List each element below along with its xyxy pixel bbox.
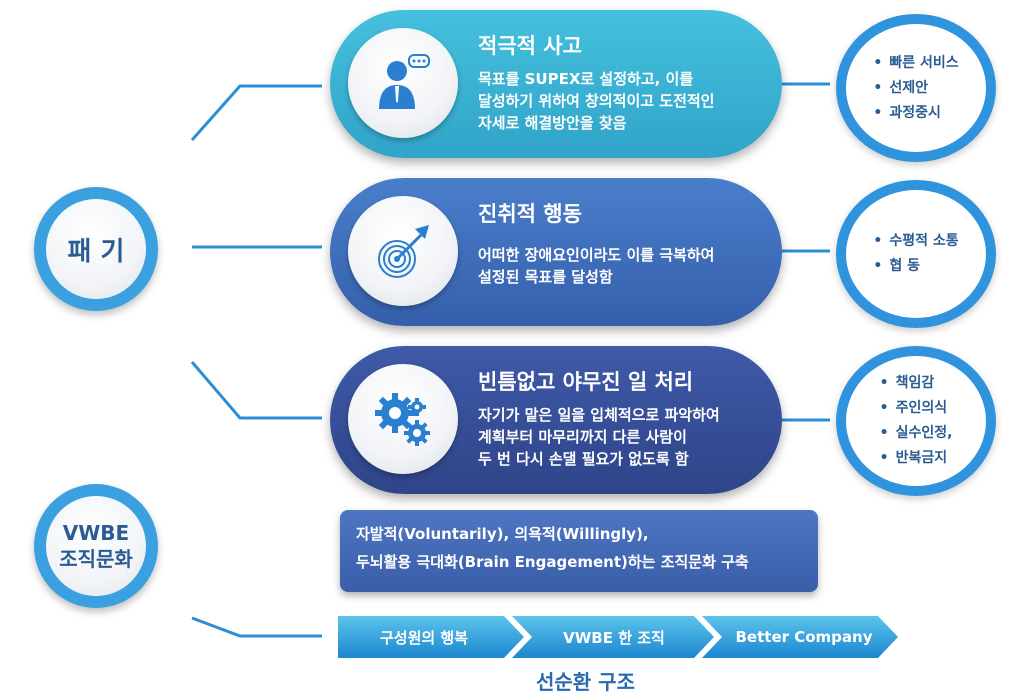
vwbe-description-line1: 자발적(Voluntarily), 의욕적(Willingly), xyxy=(356,525,649,543)
bullet-circle-2-inner: 수평적 소통 협 동 xyxy=(846,190,986,318)
vwbe-circle-line1: VWBE xyxy=(62,521,130,545)
pill-1-desc: 목표를 SUPEX로 설정하고, 이를 달성하기 위하여 창의적이고 도전적인 … xyxy=(478,68,714,134)
bullet-list-2: 수평적 소통 협 동 xyxy=(873,229,958,279)
pill-thorough-work: 빈틈없고 야무진 일 처리 자기가 맡은 일을 입체적으로 파악하여 계획부터 … xyxy=(330,346,782,494)
bullet-circle-2: 수평적 소통 협 동 xyxy=(836,180,996,328)
pill-2-desc: 어떠한 장애요인이라도 이를 극복하여 설정된 목표를 달성함 xyxy=(478,244,714,288)
pill-3-title: 빈틈없고 야무진 일 처리 xyxy=(478,370,694,394)
bullet-circle-1-inner: 빠른 서비스 선제안 과정중시 xyxy=(846,24,986,152)
list-item: 주인의식 xyxy=(880,396,953,421)
list-item: 과정중시 xyxy=(873,101,958,126)
pill-1-desc-line: 자세로 해결방안을 찾음 xyxy=(478,114,627,132)
list-item: 협 동 xyxy=(873,254,958,279)
person-speech-icon xyxy=(348,28,458,138)
chevron-shape-1 xyxy=(338,616,524,658)
vwbe-circle-line2: 조직문화 xyxy=(59,547,133,571)
pill-3-desc-line: 두 번 다시 손댈 필요가 없도록 함 xyxy=(478,450,689,468)
pill-1-title: 적극적 사고 xyxy=(478,34,582,58)
chevron-label-2: VWBE 한 조직 xyxy=(563,628,665,647)
pill-3-desc: 자기가 맡은 일을 입체적으로 파악하여 계획부터 마무리까지 다른 사람이 두… xyxy=(478,404,720,470)
paegi-circle: 패 기 xyxy=(34,187,158,311)
bullet-circle-3-inner: 책임감 주인의식 실수인정, 반복금지 xyxy=(846,356,986,486)
list-item: 실수인정, xyxy=(880,421,953,446)
pill-2-desc-line: 설정된 목표를 달성함 xyxy=(478,268,613,286)
chevron-shape-3 xyxy=(702,616,898,658)
list-item: 선제안 xyxy=(873,76,958,101)
pill-3-desc-line: 계획부터 마무리까지 다른 사람이 xyxy=(478,428,687,446)
bullet-circle-3: 책임감 주인의식 실수인정, 반복금지 xyxy=(836,346,996,496)
pill-1-desc-line: 목표를 SUPEX로 설정하고, 이를 xyxy=(478,70,694,88)
pill-3-desc-line: 자기가 맡은 일을 입체적으로 파악하여 xyxy=(478,406,720,424)
chevron-shape-2 xyxy=(512,616,714,658)
chevron-label-1: 구성원의 행복 xyxy=(379,628,469,647)
gears-icon xyxy=(348,364,458,474)
pill-2-desc-line: 어떠한 장애요인이라도 이를 극복하여 xyxy=(478,246,715,264)
paegi-label: 패 기 xyxy=(67,236,125,267)
list-item: 책임감 xyxy=(880,371,953,396)
pill-2-title: 진취적 행동 xyxy=(478,202,582,226)
target-arrow-icon xyxy=(348,196,458,306)
vwbe-circle-inner: VWBE 조직문화 xyxy=(46,496,146,596)
list-item: 반복금지 xyxy=(880,446,953,471)
bullet-list-1: 빠른 서비스 선제안 과정중시 xyxy=(873,51,958,126)
bullet-list-3: 책임감 주인의식 실수인정, 반복금지 xyxy=(880,371,953,471)
vwbe-description-line2: 두뇌활용 극대화(Brain Engagement)하는 조직문화 구축 xyxy=(356,553,749,571)
pill-progressive-action: 진취적 행동 어떠한 장애요인이라도 이를 극복하여 설정된 목표를 달성함 xyxy=(330,178,782,326)
bullet-circle-1: 빠른 서비스 선제안 과정중시 xyxy=(836,14,996,162)
chevron-label-3: Better Company xyxy=(735,628,873,646)
list-item: 빠른 서비스 xyxy=(873,51,958,76)
vwbe-description-box: 자발적(Voluntarily), 의욕적(Willingly), 두뇌활용 극… xyxy=(340,510,818,592)
list-item: 수평적 소통 xyxy=(873,229,958,254)
vwbe-circle: VWBE 조직문화 xyxy=(34,484,158,608)
pill-1-desc-line: 달성하기 위하여 창의적이고 도전적인 xyxy=(478,92,715,110)
paegi-circle-inner: 패 기 xyxy=(46,199,146,299)
pill-active-thinking: 적극적 사고 목표를 SUPEX로 설정하고, 이를 달성하기 위하여 창의적이… xyxy=(330,10,782,158)
footer-caption: 선순환 구조 xyxy=(536,670,635,694)
